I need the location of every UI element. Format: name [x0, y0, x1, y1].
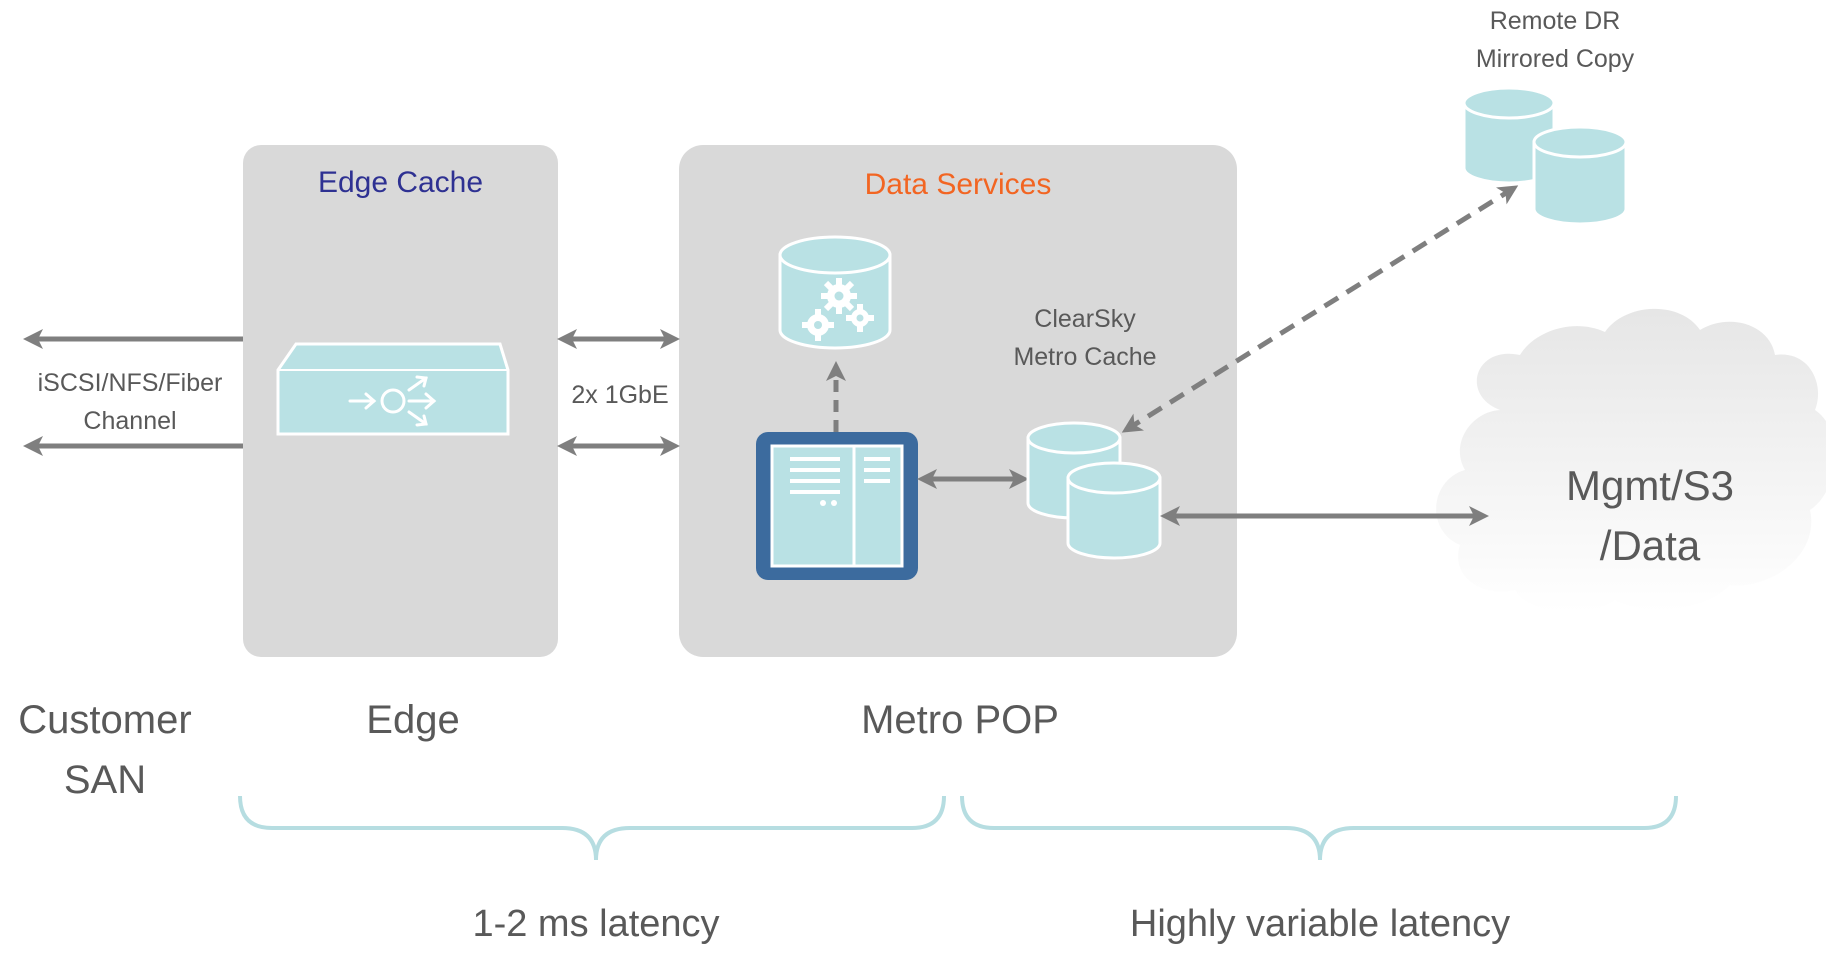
cloud-line2: /Data: [1599, 522, 1701, 569]
protocols-line2: Channel: [83, 407, 177, 435]
tier-customer-line2: SAN: [63, 758, 147, 802]
tier-edge-label: Edge: [366, 698, 460, 742]
cache-appliance-icon: [276, 342, 510, 436]
latency-low-label: 1-2 ms latency: [472, 903, 720, 945]
protocols-line1: iSCSI/NFS/Fiber: [37, 369, 223, 397]
link-speed-label: 2x 1GbE: [571, 381, 669, 409]
cloud-line1: Mgmt/S3: [1565, 462, 1735, 509]
remote-dr-line2: Mirrored Copy: [1475, 45, 1635, 73]
data-services-title: Data Services: [864, 168, 1052, 201]
server-icon: [756, 432, 918, 580]
remote-dr-line1: Remote DR: [1489, 7, 1621, 35]
tier-customer-line1: Customer: [18, 698, 192, 742]
protocols-label: iSCSI/NFS/Fiber Channel: [20, 364, 240, 440]
data-services-panel: [679, 145, 1237, 657]
gears-database-icon: [778, 235, 892, 350]
tier-customer-label: Customer SAN: [0, 690, 210, 810]
edge-cache-title: Edge Cache: [317, 166, 484, 199]
database-icon: [1026, 421, 1162, 560]
cloud-icon: [1436, 308, 1826, 613]
remote-dr-database-icon: [1462, 86, 1628, 226]
tier-metro-label: Metro POP: [861, 698, 1059, 742]
clearsky-line1: ClearSky: [1034, 305, 1136, 333]
latency-brace-high: [960, 795, 1678, 861]
clearsky-line2: Metro Cache: [1013, 343, 1157, 371]
latency-brace-low: [238, 795, 946, 861]
latency-high-label: Highly variable latency: [1129, 903, 1511, 945]
cloud-label: Mgmt/S3 /Data: [1500, 456, 1800, 576]
clearsky-label: ClearSky Metro Cache: [960, 300, 1210, 376]
remote-dr-label: Remote DR Mirrored Copy: [1430, 2, 1680, 78]
